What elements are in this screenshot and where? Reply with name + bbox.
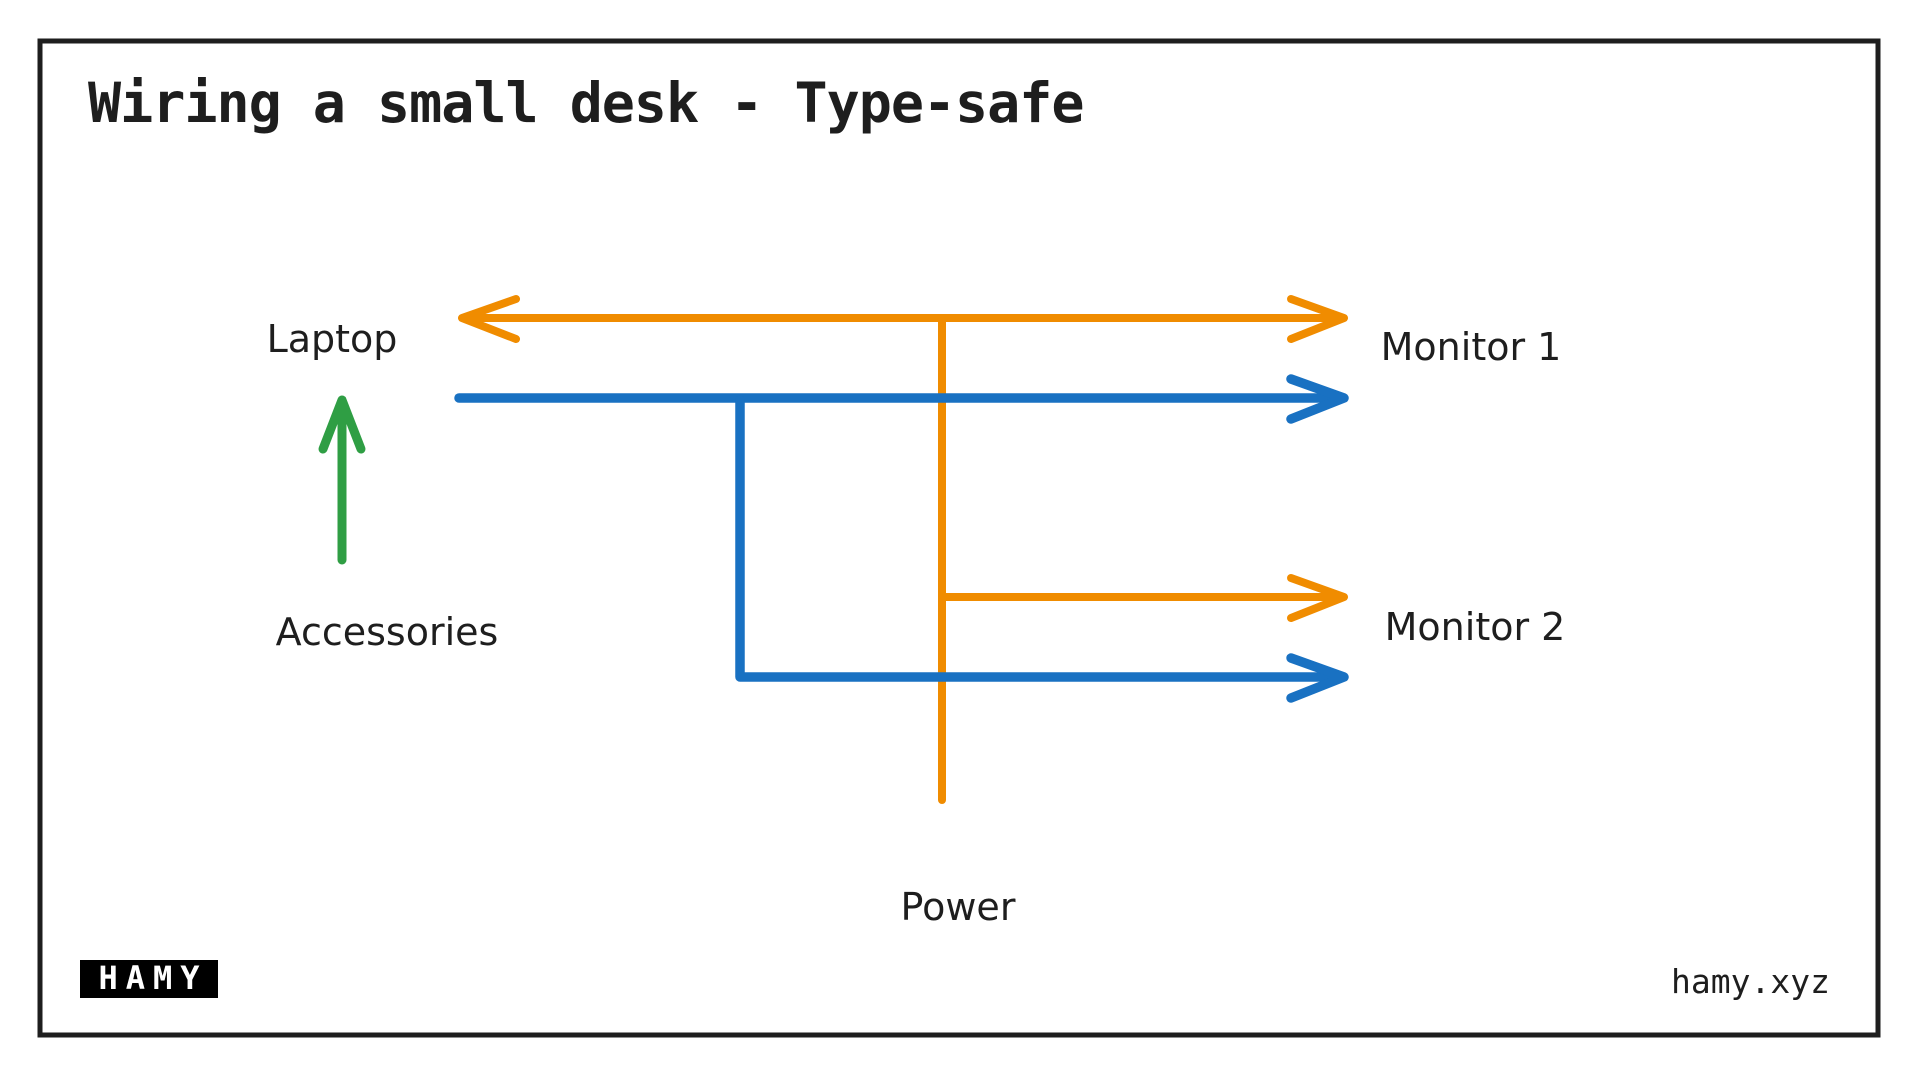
- hamy-logo-text: HAMY: [98, 959, 207, 997]
- arrowhead-right-to-monitor1: [1287, 295, 1348, 343]
- arrowhead-left-to-laptop: [458, 295, 520, 343]
- page-title: Wiring a small desk - Type-safe: [88, 71, 1084, 135]
- wire-accessories-green: [318, 395, 366, 565]
- wire-laptop-blue: [454, 374, 1349, 703]
- label-monitor-1: Monitor 1: [1381, 325, 1562, 369]
- arrowhead-right-to-monitor2-video: [1286, 653, 1349, 703]
- arrowhead-up-to-laptop: [318, 395, 366, 454]
- hamy-logo-background: [80, 960, 218, 998]
- wire-power-orange: [458, 295, 1348, 804]
- footer-site-url: hamy.xyz: [1671, 962, 1830, 1001]
- hamy-logo: HAMY: [80, 959, 218, 998]
- text-layer: Wiring a small desk - Type-safe Laptop A…: [88, 71, 1830, 1001]
- label-laptop: Laptop: [267, 317, 398, 361]
- label-power: Power: [901, 885, 1016, 929]
- label-accessories: Accessories: [276, 610, 499, 654]
- laptop-branch-monitor2: [735, 395, 1343, 682]
- arrowhead-right-to-monitor1-video: [1286, 374, 1349, 424]
- arrowhead-right-to-monitor2-power: [1287, 574, 1348, 622]
- frame-border: [37, 38, 1881, 1038]
- label-monitor-2: Monitor 2: [1385, 605, 1566, 649]
